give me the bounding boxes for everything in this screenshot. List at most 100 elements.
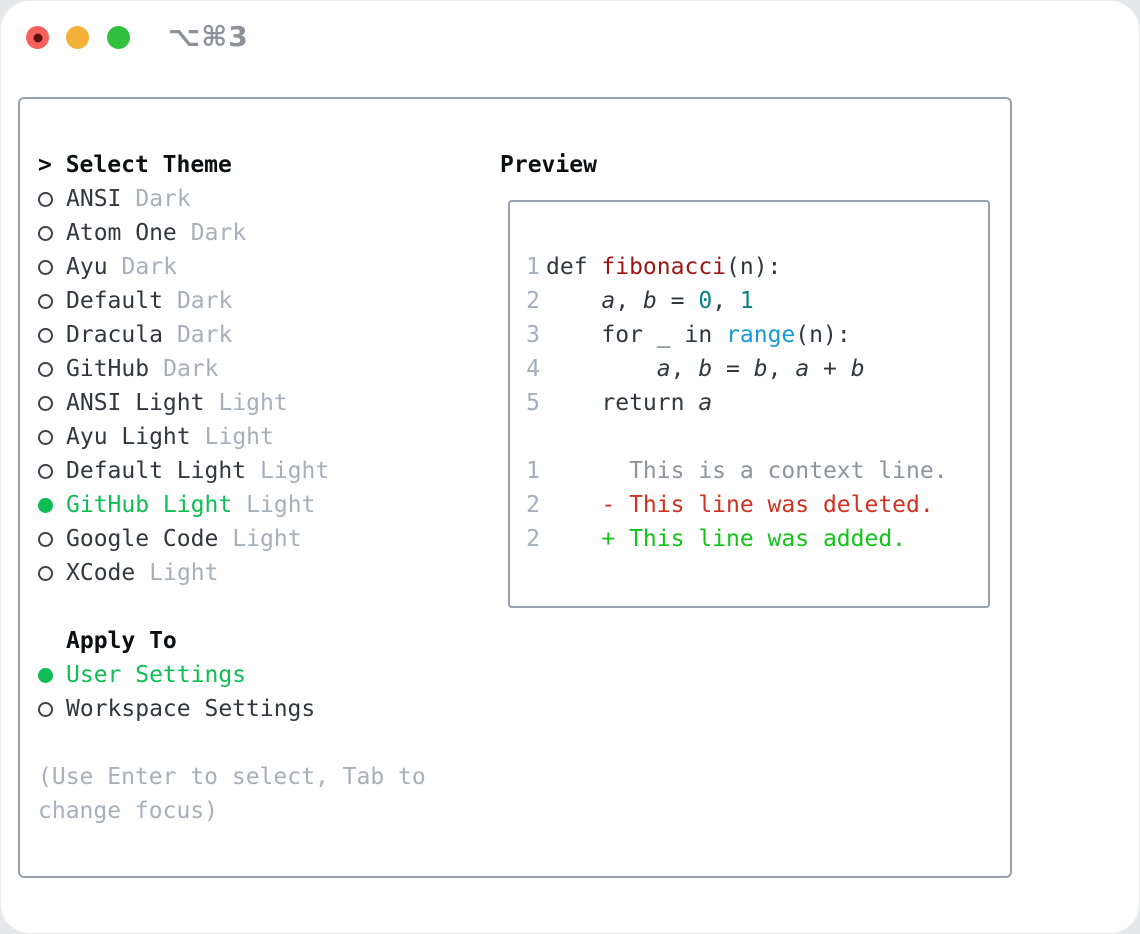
token-k: in	[684, 322, 727, 348]
select-theme-title: Select Theme	[65, 152, 232, 178]
theme-option-ayu-light[interactable]: Ayu Light Light	[38, 420, 488, 454]
apply-option-workspace-settings[interactable]: Workspace Settings	[38, 692, 488, 726]
hint-text: (Use Enter to select, Tab to change focu…	[38, 764, 426, 824]
theme-name: Default	[66, 288, 163, 314]
titlebar: ⌥⌘3	[0, 0, 1140, 72]
radio-cell	[38, 429, 66, 445]
theme-name: ANSI	[66, 186, 122, 212]
theme-option-ansi-light[interactable]: ANSI Light Light	[38, 386, 488, 420]
line-content: a, b = b, a + b	[546, 352, 865, 386]
token-p: ,	[670, 356, 699, 382]
line-content: def fibonacci(n):	[546, 250, 781, 284]
token-add: + This line was added.	[546, 526, 907, 552]
line-number: 2	[526, 288, 540, 314]
line-content: + This line was added.	[546, 522, 906, 556]
radio-cell	[38, 395, 66, 411]
radio-cell	[38, 191, 66, 207]
apply-option-label: User Settings	[66, 662, 247, 688]
diff-line-added: 2 + This line was added.	[526, 522, 980, 556]
token-num: 1	[739, 288, 754, 314]
radio-unselected-icon	[38, 327, 53, 343]
line-number: 4	[526, 356, 540, 382]
theme-name: Ayu Light	[66, 424, 191, 450]
theme-variant: Light	[260, 458, 330, 484]
theme-variant: Light	[232, 526, 302, 552]
theme-name: ANSI Light	[66, 390, 205, 416]
diff-line-context: 1 This is a context line.	[526, 454, 980, 488]
radio-unselected-icon	[38, 429, 53, 445]
token-fn: fibonacci	[601, 254, 727, 280]
radio-cell	[38, 463, 66, 479]
apply-option-user-settings[interactable]: User Settings	[38, 658, 488, 692]
theme-variant: Dark	[176, 288, 233, 314]
line-content: for _ in range(n):	[546, 318, 850, 352]
theme-name: Google Code	[66, 526, 219, 552]
line-content: This is a context line.	[546, 454, 948, 488]
radio-unselected-icon	[38, 293, 53, 309]
minimize-button[interactable]	[66, 26, 89, 49]
token-p	[546, 322, 601, 348]
radio-cell	[38, 667, 66, 683]
theme-variant: Light	[246, 492, 316, 518]
token-v: a	[698, 390, 713, 416]
theme-option-default-light[interactable]: Default Light Light	[38, 454, 488, 488]
token-p	[546, 356, 657, 382]
radio-cell	[38, 497, 66, 513]
theme-variant: Light	[218, 390, 288, 416]
token-k: return	[601, 390, 699, 416]
token-p: ,	[712, 288, 740, 314]
token-v: a	[601, 288, 616, 314]
line-number: 2	[526, 492, 540, 518]
line-content: a, b = 0, 1	[546, 284, 754, 318]
token-p: ,	[615, 288, 643, 314]
theme-option-default[interactable]: Default Dark	[38, 284, 488, 318]
spacer	[38, 590, 488, 624]
token-p: =	[656, 288, 699, 314]
theme-variant: Dark	[176, 322, 233, 348]
code-line: 3 for _ in range(n):	[526, 318, 980, 352]
theme-name: Atom One	[66, 220, 177, 246]
radio-cell	[38, 531, 66, 547]
zoom-button[interactable]	[107, 26, 130, 49]
radio-cell	[38, 701, 66, 717]
radio-unselected-icon	[38, 191, 53, 207]
code-line: 2 a, b = 0, 1	[526, 284, 980, 318]
line-number: 3	[526, 322, 540, 348]
diff-line-deleted: 2 - This line was deleted.	[526, 488, 980, 522]
line-content: return a	[546, 386, 712, 420]
radio-cell	[38, 361, 66, 377]
theme-name: GitHub	[66, 356, 150, 382]
token-p	[546, 288, 601, 314]
radio-cell	[38, 327, 66, 343]
line-number: 1	[526, 458, 540, 484]
apply-option-label: Workspace Settings	[66, 696, 316, 722]
theme-option-google-code[interactable]: Google Code Light	[38, 522, 488, 556]
token-v: b	[698, 356, 713, 382]
theme-variant: Dark	[135, 186, 191, 212]
theme-name: Default Light	[66, 458, 247, 484]
line-number: 5	[526, 390, 540, 416]
window-title: ⌥⌘3	[168, 20, 249, 53]
line-number: 1	[526, 254, 540, 280]
theme-option-ansi[interactable]: ANSI Dark	[38, 182, 488, 216]
radio-cell	[38, 259, 66, 275]
theme-variant: Light	[204, 424, 274, 450]
token-k: for	[601, 322, 657, 348]
close-button[interactable]	[26, 26, 49, 49]
token-v: a	[795, 356, 810, 382]
token-p: =	[712, 356, 754, 382]
radio-unselected-icon	[38, 395, 53, 411]
token-p	[546, 390, 601, 416]
